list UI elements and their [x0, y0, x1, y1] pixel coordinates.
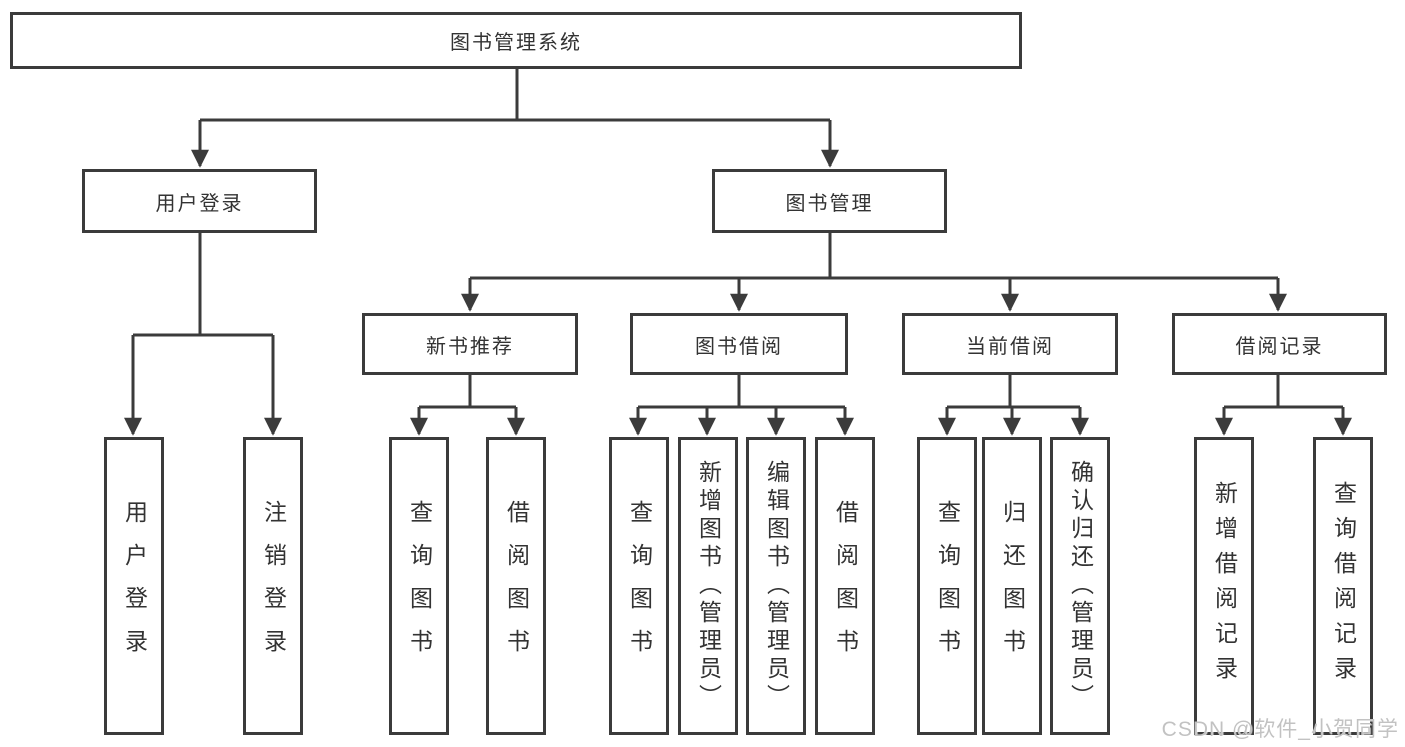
leaf-return-books-label: 归还图书 [999, 500, 1026, 672]
leaf-query-borrow-record-label: 查询借阅记录 [1330, 481, 1357, 691]
node-new-book-recommend: 新书推荐 [362, 313, 578, 375]
node-root: 图书管理系统 [10, 12, 1022, 69]
csdn-watermark: CSDN @软件_小贺同学 [1161, 718, 1399, 741]
leaf-query-books-3: 查询图书 [917, 437, 977, 735]
leaf-edit-book-admin-label: 编辑图书（管理员） [763, 460, 790, 712]
leaf-borrow-books-2: 借阅图书 [815, 437, 875, 735]
leaf-user-login-label: 用户登录 [121, 500, 148, 672]
node-borrowing-records-label: 借阅记录 [1235, 335, 1324, 358]
leaf-logout-label: 注销登录 [260, 500, 287, 672]
node-current-borrowing-label: 当前借阅 [966, 335, 1054, 358]
leaf-borrow-books-1: 借阅图书 [486, 437, 546, 735]
leaf-query-books-2: 查询图书 [609, 437, 669, 735]
node-user-login: 用户登录 [82, 169, 317, 233]
leaf-add-borrow-record-label: 新增借阅记录 [1211, 481, 1238, 691]
node-book-mgmt: 图书管理 [712, 169, 947, 233]
node-book-borrowing: 图书借阅 [630, 313, 848, 375]
leaf-return-books: 归还图书 [982, 437, 1042, 735]
leaf-query-books-2-label: 查询图书 [626, 500, 653, 672]
leaf-borrow-books-2-label: 借阅图书 [832, 500, 859, 672]
leaf-add-book-admin-label: 新增图书（管理员） [695, 460, 722, 712]
leaf-borrow-books-1-label: 借阅图书 [503, 500, 530, 672]
leaf-query-borrow-record: 查询借阅记录 [1313, 437, 1373, 735]
leaf-confirm-return-admin: 确认归还（管理员） [1050, 437, 1110, 735]
node-book-borrowing-label: 图书借阅 [695, 335, 783, 358]
node-book-mgmt-label: 图书管理 [785, 192, 874, 215]
node-borrowing-records: 借阅记录 [1172, 313, 1387, 375]
leaf-logout: 注销登录 [243, 437, 303, 735]
node-root-label: 图书管理系统 [450, 32, 582, 54]
node-user-login-label: 用户登录 [155, 192, 244, 215]
leaf-add-borrow-record: 新增借阅记录 [1194, 437, 1254, 735]
leaf-user-login: 用户登录 [104, 437, 164, 735]
node-current-borrowing: 当前借阅 [902, 313, 1118, 375]
leaf-query-books-3-label: 查询图书 [934, 500, 961, 672]
leaf-query-books-1-label: 查询图书 [406, 500, 433, 672]
leaf-edit-book-admin: 编辑图书（管理员） [746, 437, 806, 735]
node-new-book-recommend-label: 新书推荐 [426, 335, 514, 358]
leaf-query-books-1: 查询图书 [389, 437, 449, 735]
leaf-add-book-admin: 新增图书（管理员） [678, 437, 738, 735]
leaf-confirm-return-admin-label: 确认归还（管理员） [1067, 460, 1094, 712]
